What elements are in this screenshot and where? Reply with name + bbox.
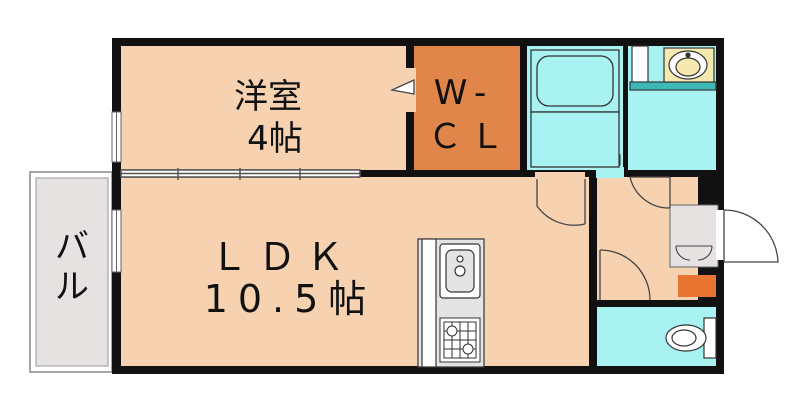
bathtub-icon	[530, 49, 620, 168]
stove-icon	[439, 317, 481, 363]
entrance-door-swing-icon	[723, 209, 779, 263]
door-swing-icon	[389, 78, 586, 226]
shoe-storage	[678, 275, 716, 297]
interior-wall	[589, 177, 597, 366]
bath-door-gap	[596, 167, 624, 178]
ldk-door-gap	[535, 172, 585, 179]
window-left-lower	[111, 209, 122, 273]
western-room-name: 洋室	[234, 77, 302, 117]
window-left-upper	[111, 111, 122, 163]
sliding-partition	[120, 168, 361, 180]
wcl-label-line2: ＣＬ	[428, 117, 512, 157]
shoe-closet-doors-icon	[675, 245, 713, 261]
western-room-size: 4帖	[247, 119, 303, 159]
door-swing-icon	[599, 249, 651, 301]
balcony-label-1: バ	[55, 227, 89, 267]
entrance-door-gap	[716, 210, 724, 260]
toilet-icon	[665, 317, 717, 359]
wcl-label-line1: W-	[434, 73, 495, 113]
interior-wall	[520, 46, 527, 170]
ldk-room	[121, 177, 589, 366]
walk-in-closet	[414, 46, 520, 170]
ldk-name: ＬＤＫ	[210, 235, 354, 279]
balcony-label-2: ル	[55, 267, 89, 307]
washbasin-icon	[629, 45, 717, 91]
entrance-tile	[669, 204, 719, 268]
door-swing-icon	[629, 176, 671, 209]
interior-wall	[597, 300, 716, 307]
ldk-size: 10.5帖	[204, 277, 377, 321]
sink-icon	[439, 243, 481, 299]
western-room	[121, 46, 406, 170]
balcony	[29, 171, 113, 373]
